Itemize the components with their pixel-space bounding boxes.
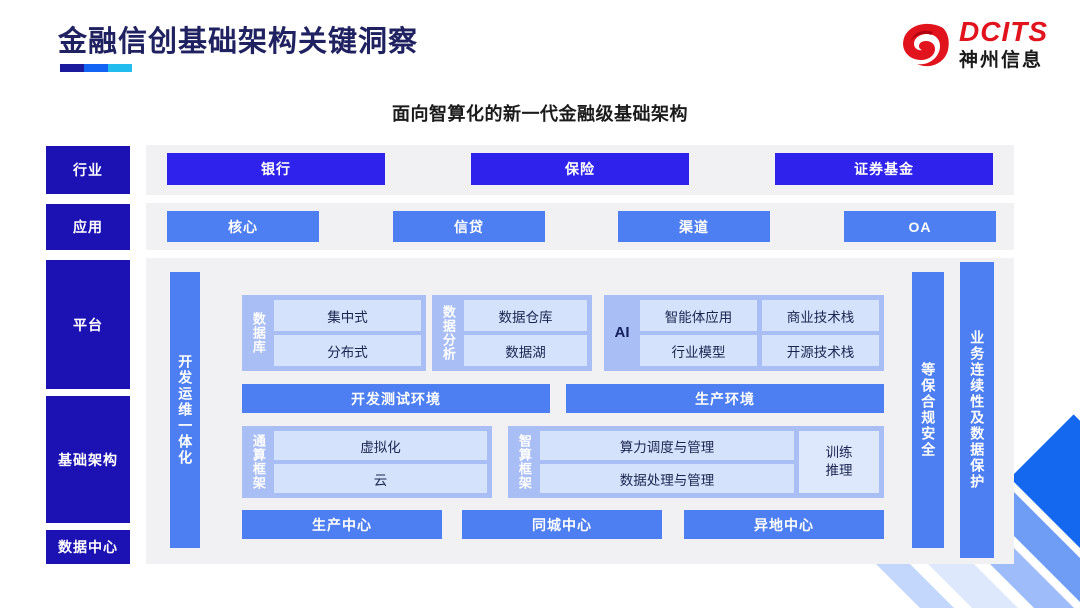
app-tile-oa[interactable]: OA <box>844 211 996 242</box>
logo-text-en: DCITS <box>959 16 1048 47</box>
rail-item-app[interactable]: 应用 <box>46 204 130 250</box>
group-intelligent-compute-framework: 智算框架 算力调度与管理 数据处理与管理 训练 推理 <box>508 426 884 498</box>
tile-agent-application[interactable]: 智能体应用 <box>640 300 757 331</box>
group-data-analytics: 数据分析 数据仓库 数据湖 <box>432 295 592 371</box>
tile-industry-model[interactable]: 行业模型 <box>640 335 757 366</box>
rail-item-infra[interactable]: 基础架构 <box>46 396 130 523</box>
rule-segment-2 <box>84 64 108 72</box>
rule-segment-3 <box>108 64 132 72</box>
pillar-devops[interactable]: 开发运维一体化 <box>170 272 200 548</box>
pillar-compliance-security[interactable]: 等保合规安全 <box>912 272 944 548</box>
tile-distributed[interactable]: 分布式 <box>274 335 421 366</box>
group-label-analytics: 数据分析 <box>440 305 456 361</box>
diagram-subtitle: 面向智算化的新一代金融级基础架构 <box>392 104 688 124</box>
dc-tile-metro-center[interactable]: 同城中心 <box>462 510 662 539</box>
pillar-business-continuity[interactable]: 业务连续性及数据保护 <box>960 262 994 558</box>
tile-opensource-stack[interactable]: 开源技术栈 <box>762 335 879 366</box>
tile-training-inference-label: 训练 推理 <box>825 444 853 478</box>
rule-segment-1 <box>60 64 84 72</box>
tile-training-inference[interactable]: 训练 推理 <box>799 431 879 493</box>
page-title: 金融信创基础架构关键洞察 <box>58 26 419 58</box>
dcits-swirl-icon <box>903 23 949 67</box>
rail-item-industry[interactable]: 行业 <box>46 146 130 194</box>
platform-infra-panel: 开发运维一体化 等保合规安全 业务连续性及数据保护 数据库 集中式 分布式 数据… <box>146 258 1014 564</box>
industry-tile-insurance[interactable]: 保险 <box>471 153 689 185</box>
application-panel: 核心 信贷 渠道 OA <box>146 203 1014 250</box>
app-tile-channel[interactable]: 渠道 <box>618 211 770 242</box>
tile-commercial-stack[interactable]: 商业技术栈 <box>762 300 879 331</box>
tile-cloud[interactable]: 云 <box>274 464 487 493</box>
env-tile-production[interactable]: 生产环境 <box>566 384 884 413</box>
app-tile-core[interactable]: 核心 <box>167 211 319 242</box>
dc-tile-remote-center[interactable]: 异地中心 <box>684 510 884 539</box>
tile-compute-scheduling[interactable]: 算力调度与管理 <box>540 431 794 460</box>
tile-virtualization[interactable]: 虚拟化 <box>274 431 487 460</box>
app-tile-credit[interactable]: 信贷 <box>393 211 545 242</box>
env-tile-dev-test[interactable]: 开发测试环境 <box>242 384 550 413</box>
industry-panel: 银行 保险 证券基金 <box>146 145 1014 195</box>
industry-tile-securities[interactable]: 证券基金 <box>775 153 993 185</box>
group-label-database: 数据库 <box>250 312 266 354</box>
tile-data-lake[interactable]: 数据湖 <box>464 335 587 366</box>
tile-centralized[interactable]: 集中式 <box>274 300 421 331</box>
brand-logo: DCITS 神州信息 <box>899 18 1048 70</box>
group-general-compute-framework: 通算框架 虚拟化 云 <box>242 426 492 498</box>
rail-item-platform[interactable]: 平台 <box>46 260 130 389</box>
logo-text-cn: 神州信息 <box>959 50 1044 71</box>
group-label-intelligent-framework: 智算框架 <box>516 434 532 490</box>
group-label-ai: AI <box>614 324 630 342</box>
industry-tile-bank[interactable]: 银行 <box>167 153 385 185</box>
group-database: 数据库 集中式 分布式 <box>242 295 426 371</box>
tile-data-processing[interactable]: 数据处理与管理 <box>540 464 794 493</box>
group-ai: AI 智能体应用 行业模型 商业技术栈 开源技术栈 <box>604 295 884 371</box>
tile-data-warehouse[interactable]: 数据仓库 <box>464 300 587 331</box>
group-label-general-framework: 通算框架 <box>250 434 266 490</box>
title-accent-rule <box>60 64 132 72</box>
dc-tile-production-center[interactable]: 生产中心 <box>242 510 442 539</box>
rail-item-datacenter[interactable]: 数据中心 <box>46 530 130 564</box>
